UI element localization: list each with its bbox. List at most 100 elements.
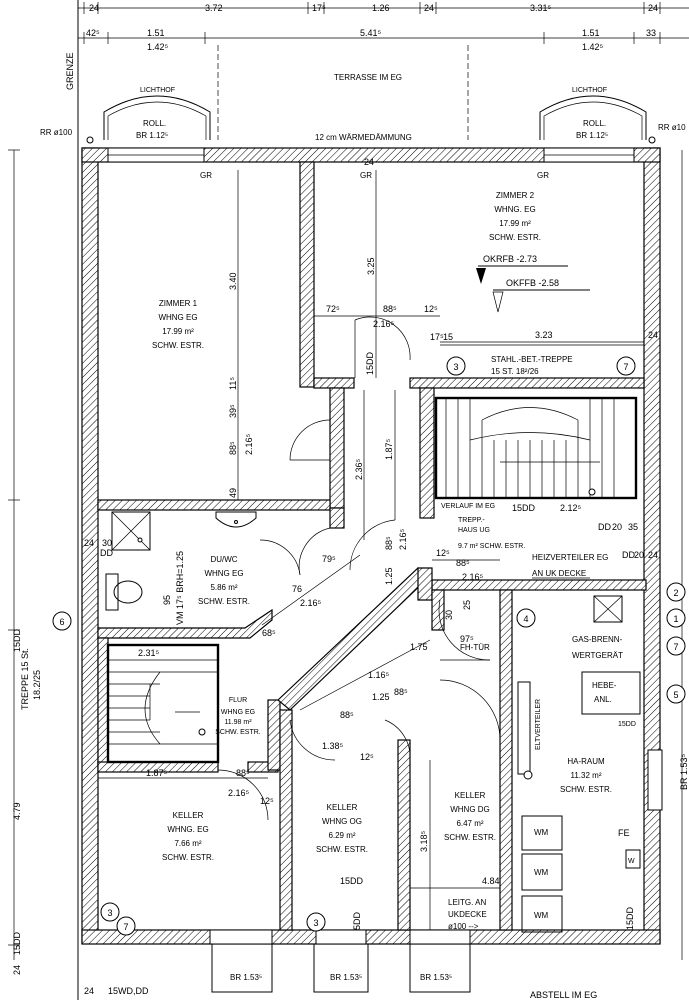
svg-text:20: 20 — [634, 550, 644, 560]
svg-text:2.16⁵: 2.16⁵ — [462, 572, 484, 582]
svg-text:88⁵: 88⁵ — [383, 304, 397, 314]
svg-text:HAUS UG: HAUS UG — [458, 527, 490, 534]
svg-text:6.29 m²: 6.29 m² — [328, 831, 355, 840]
svg-text:7: 7 — [673, 642, 678, 652]
svg-text:24: 24 — [364, 157, 374, 167]
bottom-windows: BR 1.53⁵ BR 1.53⁵ BR 1.53⁵ 15WD,DD 24 AB… — [84, 929, 597, 1000]
svg-text:LEITG. AN: LEITG. AN — [448, 898, 486, 907]
outer-walls — [81, 147, 661, 945]
svg-text:SCHW. ESTR.: SCHW. ESTR. — [152, 341, 204, 350]
svg-text:GR: GR — [200, 171, 212, 180]
section-markers: 2 1 7 5 4 3 6 3 7 3 7 — [52, 356, 686, 936]
dim-top-151a: 1.51 — [147, 28, 165, 38]
dim-top-33: 33 — [646, 28, 656, 38]
svg-text:12⁵: 12⁵ — [260, 796, 274, 806]
svg-text:88⁵: 88⁵ — [340, 710, 354, 720]
svg-text:BR 1.12⁵: BR 1.12⁵ — [136, 131, 168, 140]
svg-text:24: 24 — [84, 538, 94, 548]
svg-text:WHNG EG: WHNG EG — [221, 709, 255, 716]
svg-text:ZIMMER 2: ZIMMER 2 — [496, 191, 535, 200]
lichthof-left: LICHTHOF ROLL. BR 1.12⁵ — [103, 87, 211, 140]
svg-text:SCHW. ESTR.: SCHW. ESTR. — [489, 233, 541, 242]
svg-text:7: 7 — [623, 362, 628, 372]
svg-text:1.75: 1.75 — [410, 642, 428, 652]
left-dimension-chain: TREPPE 15 St. 18.2/25 4.79 15DD 15DD 24 — [8, 149, 42, 975]
duwc-dims: 79⁵ 76 2.16⁵ 68⁵ 30 24 DD 95 VM 17⁵ BRH=… — [84, 538, 361, 638]
rain-pipe-right-icon — [648, 136, 656, 144]
svg-text:3.18⁵: 3.18⁵ — [419, 830, 429, 852]
room-ha-raum: HA-RAUM 11.32 m² SCHW. ESTR. — [560, 757, 612, 794]
svg-text:SCHW. ESTR.: SCHW. ESTR. — [215, 729, 261, 736]
svg-text:DD: DD — [100, 548, 113, 558]
room-keller-eg: KELLER WHNG. EG 7.66 m² SCHW. ESTR. — [162, 811, 214, 862]
svg-text:2.16⁵: 2.16⁵ — [244, 433, 254, 455]
svg-text:SCHW. ESTR.: SCHW. ESTR. — [162, 853, 214, 862]
svg-text:DD: DD — [622, 550, 635, 560]
svg-text:24: 24 — [648, 550, 658, 560]
leitung-note: LEITG. AN UKDECKE ø100 --> — [448, 898, 487, 931]
svg-text:5: 5 — [673, 690, 678, 700]
svg-text:TREPP.-: TREPP.- — [458, 517, 485, 524]
interior-walls — [97, 161, 647, 931]
svg-text:97⁵: 97⁵ — [460, 634, 474, 644]
svg-text:15: 15 — [443, 332, 453, 342]
svg-text:88⁵: 88⁵ — [394, 687, 408, 697]
svg-text:ZIMMER 1: ZIMMER 1 — [159, 299, 198, 308]
svg-text:HA-RAUM: HA-RAUM — [567, 757, 605, 766]
svg-text:12⁵: 12⁵ — [436, 548, 450, 558]
svg-text:SCHW. ESTR.: SCHW. ESTR. — [198, 597, 250, 606]
svg-text:68⁵: 68⁵ — [262, 628, 276, 638]
lichthof-right: LICHTHOF ROLL. BR 1.12⁵ — [539, 87, 647, 140]
svg-text:SCHW. ESTR.: SCHW. ESTR. — [316, 845, 368, 854]
svg-text:WHNG DG: WHNG DG — [450, 805, 490, 814]
bathroom-fixtures — [105, 511, 257, 611]
rain-pipe-left-icon — [86, 136, 94, 144]
svg-text:15DD: 15DD — [340, 876, 364, 886]
svg-text:24: 24 — [648, 330, 658, 340]
svg-text:7.66 m²: 7.66 m² — [174, 839, 201, 848]
svg-text:BR 1.53⁵: BR 1.53⁵ — [330, 973, 362, 982]
room-zimmer2: ZIMMER 2 WHNG. EG 17.99 m² SCHW. ESTR. — [489, 191, 541, 242]
svg-text:15DD: 15DD — [352, 911, 362, 935]
svg-text:STAHL.-BET.-TREPPE: STAHL.-BET.-TREPPE — [491, 355, 573, 364]
svg-text:25: 25 — [462, 600, 472, 610]
svg-text:1.38⁵: 1.38⁵ — [322, 741, 344, 751]
dim-top-24c: 24 — [648, 3, 658, 13]
svg-text:2.16⁵: 2.16⁵ — [228, 788, 250, 798]
door-swings — [217, 316, 501, 821]
svg-text:3: 3 — [453, 362, 458, 372]
svg-text:1: 1 — [673, 614, 678, 624]
svg-text:15DD: 15DD — [12, 628, 22, 652]
svg-text:2.16⁵: 2.16⁵ — [398, 528, 408, 550]
svg-text:LICHTHOF: LICHTHOF — [572, 87, 607, 94]
svg-text:4.79: 4.79 — [12, 802, 22, 820]
room-flur: FLUR WHNG EG 11.98 m² SCHW. ESTR. — [215, 697, 261, 736]
svg-text:15DD: 15DD — [12, 931, 22, 955]
svg-text:WERTGERÄT: WERTGERÄT — [572, 651, 623, 660]
svg-text:1.87⁵: 1.87⁵ — [384, 438, 394, 460]
svg-text:1.87⁵: 1.87⁵ — [146, 768, 168, 778]
svg-text:15DD: 15DD — [512, 503, 536, 513]
staircase-lower: 2.31⁵ — [106, 643, 220, 764]
svg-text:KELLER: KELLER — [455, 791, 486, 800]
svg-text:11.98 m²: 11.98 m² — [224, 719, 252, 726]
svg-text:ø100 -->: ø100 --> — [448, 922, 479, 931]
svg-text:FH-TÜR: FH-TÜR — [460, 643, 490, 652]
svg-text:17⁵: 17⁵ — [430, 332, 444, 342]
zimmer1-dims: 3.40 11⁵ 39⁵ 88⁵ 2.16⁵ 49 — [228, 170, 254, 500]
svg-text:WHNG. EG: WHNG. EG — [167, 825, 208, 834]
svg-text:88⁵: 88⁵ — [384, 536, 394, 550]
svg-text:W: W — [628, 858, 635, 865]
steel-stair-band: STAHL.-BET.-TREPPE 15 ST. 18²/26 — [440, 344, 644, 379]
svg-text:HEBE-: HEBE- — [592, 681, 617, 690]
keller-eg-dims: 1.87⁵ 88⁵ 2.16⁵ 12⁵ — [98, 768, 274, 806]
ha-raum-equipment: GAS-BRENN- WERTGERÄT HEBE- ANL. ELTVERTE… — [444, 595, 641, 933]
right-side-dims: BR 1.53⁵ — [647, 150, 689, 960]
svg-text:1.25: 1.25 — [384, 567, 394, 585]
svg-text:72⁵: 72⁵ — [326, 304, 340, 314]
svg-text:4.84: 4.84 — [482, 876, 500, 886]
svg-text:KELLER: KELLER — [173, 811, 204, 820]
svg-text:15WD,DD: 15WD,DD — [108, 986, 149, 996]
dim-top-142a: 1.42⁵ — [147, 42, 169, 52]
svg-text:79⁵: 79⁵ — [322, 554, 336, 564]
